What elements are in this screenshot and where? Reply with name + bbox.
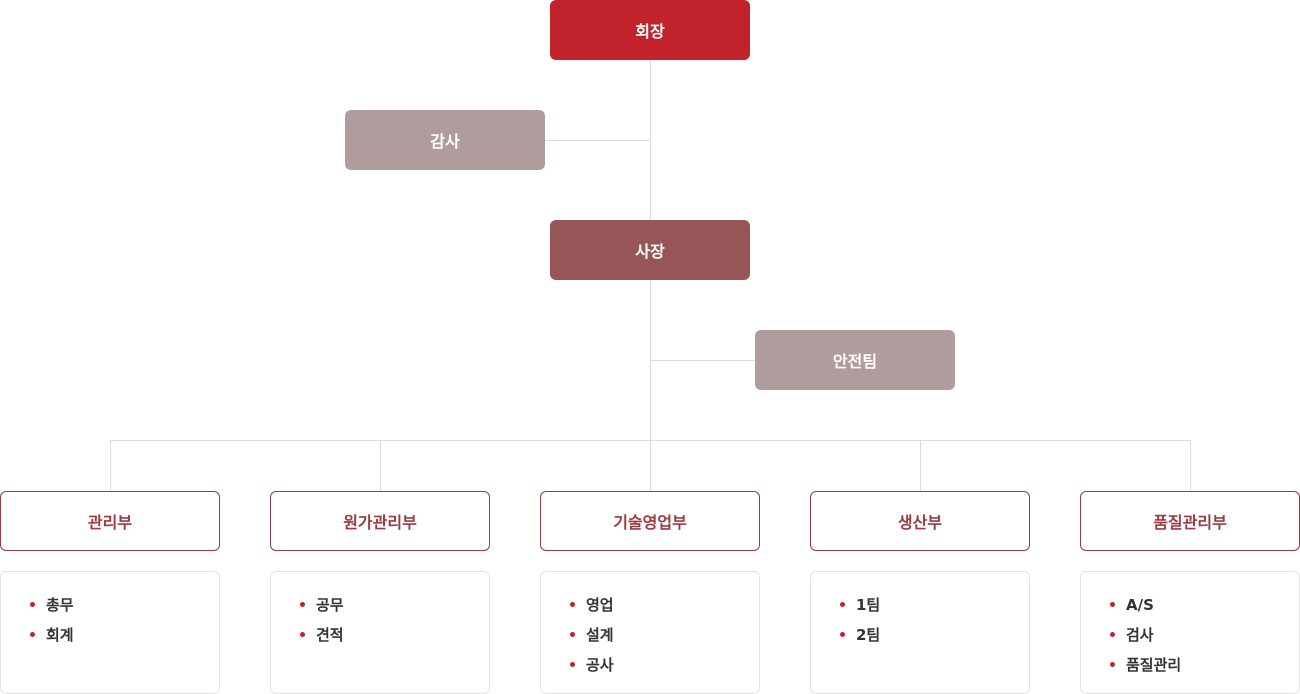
auditor-node: 감사 — [345, 110, 545, 170]
subunit-label: 회계 — [46, 626, 74, 644]
president-label: 사장 — [635, 242, 665, 261]
department-subunits-production: 1팀 2팀 — [810, 571, 1030, 694]
department-horizontal-connector — [110, 440, 1191, 441]
department-label: 원가관리부 — [343, 513, 417, 532]
subunit-label: 1팀 — [856, 596, 881, 614]
list-item: 공사 — [569, 654, 759, 684]
bullet-icon — [840, 632, 845, 637]
list-item: 견적 — [299, 624, 489, 654]
department-drop-connector — [1190, 440, 1191, 491]
bullet-icon — [300, 602, 305, 607]
department-box-production: 생산부 — [810, 491, 1030, 551]
bullet-icon — [300, 632, 305, 637]
department-box-management: 관리부 — [0, 491, 220, 551]
chairman-node: 회장 — [550, 0, 750, 60]
subunit-label: 검사 — [1126, 626, 1154, 644]
department-label: 기술영업부 — [613, 513, 687, 532]
subunit-list: 영업 설계 공사 — [569, 594, 759, 684]
department-box-technical-sales: 기술영업부 — [540, 491, 760, 551]
list-item: 검사 — [1109, 624, 1299, 654]
subunit-list: A/S 검사 품질관리 — [1109, 594, 1299, 684]
bullet-icon — [570, 602, 575, 607]
department-box-cost-management: 원가관리부 — [270, 491, 490, 551]
auditor-label: 감사 — [430, 132, 460, 151]
department-label: 품질관리부 — [1153, 513, 1227, 532]
department-label: 생산부 — [897, 513, 943, 532]
department-subunits-quality-management: A/S 검사 품질관리 — [1080, 571, 1300, 694]
list-item: A/S — [1109, 594, 1299, 624]
auditor-connector — [545, 140, 651, 141]
subunit-label: 설계 — [586, 626, 614, 644]
subunit-label: 공사 — [586, 656, 614, 674]
department-drop-connector — [920, 440, 921, 491]
bullet-icon — [570, 632, 575, 637]
subunit-list: 총무 회계 — [29, 594, 219, 654]
list-item: 2팀 — [839, 624, 1029, 654]
bullet-icon — [1110, 632, 1115, 637]
list-item: 설계 — [569, 624, 759, 654]
department-label: 관리부 — [87, 513, 133, 532]
safety-team-label: 안전팀 — [832, 352, 878, 371]
subunit-label: 영업 — [586, 596, 614, 614]
list-item: 1팀 — [839, 594, 1029, 624]
subunit-list: 1팀 2팀 — [839, 594, 1029, 654]
subunit-label: 품질관리 — [1126, 656, 1182, 674]
subunit-label: 총무 — [46, 596, 74, 614]
subunit-label: 2팀 — [856, 626, 881, 644]
subunit-list: 공무 견적 — [299, 594, 489, 654]
safety-team-connector — [650, 360, 755, 361]
department-drop-connector — [380, 440, 381, 491]
department-subunits-management: 총무 회계 — [0, 571, 220, 694]
list-item: 공무 — [299, 594, 489, 624]
safety-team-node: 안전팀 — [755, 330, 955, 390]
subunit-label: A/S — [1126, 596, 1154, 614]
list-item: 총무 — [29, 594, 219, 624]
chairman-label: 회장 — [635, 22, 665, 41]
bullet-icon — [1110, 602, 1115, 607]
bullet-icon — [570, 662, 575, 667]
president-node: 사장 — [550, 220, 750, 280]
subunit-label: 공무 — [316, 596, 344, 614]
bullet-icon — [30, 602, 35, 607]
list-item: 품질관리 — [1109, 654, 1299, 684]
department-subunits-technical-sales: 영업 설계 공사 — [540, 571, 760, 694]
bullet-icon — [1110, 662, 1115, 667]
department-box-quality-management: 품질관리부 — [1080, 491, 1300, 551]
list-item: 회계 — [29, 624, 219, 654]
list-item: 영업 — [569, 594, 759, 624]
bullet-icon — [30, 632, 35, 637]
department-subunits-cost-management: 공무 견적 — [270, 571, 490, 694]
department-drop-connector — [110, 440, 111, 491]
subunit-label: 견적 — [316, 626, 344, 644]
bullet-icon — [840, 602, 845, 607]
